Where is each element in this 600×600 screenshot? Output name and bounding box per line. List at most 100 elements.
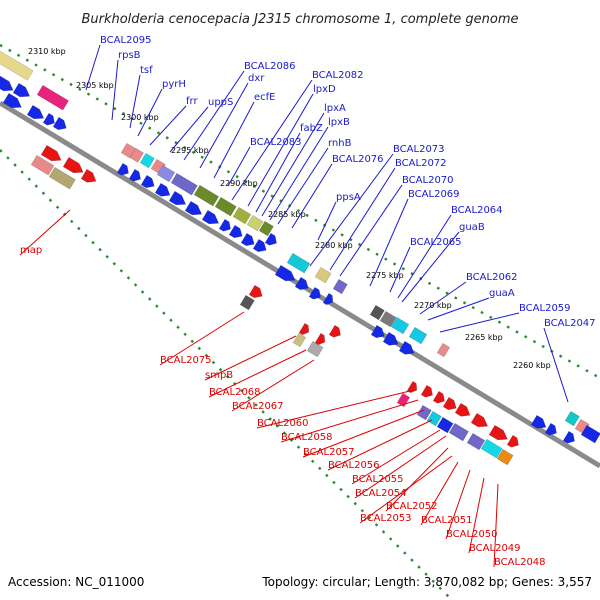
reverse-gene-label-bcal2054[interactable]: BCAL2054: [355, 488, 407, 499]
gene-arrow-5: [26, 104, 45, 120]
forward-gene-leader-rpsb: [111, 59, 119, 121]
gene-block-32: [314, 266, 332, 284]
gene-arrow-79: [506, 434, 519, 448]
reverse-gene-leader-map: [19, 209, 71, 256]
forward-gene-label-bcal2082[interactable]: BCAL2082: [312, 70, 364, 81]
reverse-gene-label-bcal2052[interactable]: BCAL2052: [386, 501, 438, 512]
gene-block-39: [379, 310, 397, 328]
forward-gene-leader-bcal2095: [85, 44, 101, 91]
reverse-gene-label-bcal2051[interactable]: BCAL2051: [421, 515, 473, 526]
forward-gene-leader-tsf: [129, 74, 141, 129]
reverse-gene-label-bcal2075[interactable]: BCAL2075: [160, 355, 212, 366]
topology-text: Topology: circular; Length: 3,870,082 bp…: [261, 575, 592, 589]
forward-gene-label-bcal2069[interactable]: BCAL2069: [408, 189, 460, 200]
reverse-gene-label-bcal2049[interactable]: BCAL2049: [469, 543, 521, 554]
map-title: Burkholderia cenocepacia J2315 chromosom…: [81, 12, 518, 27]
gene-block-68: [436, 416, 454, 434]
gene-arrow-6: [42, 112, 55, 126]
reverse-gene-label-bcal2067[interactable]: BCAL2067: [232, 401, 284, 412]
forward-gene-label-bcal2062[interactable]: BCAL2062: [466, 272, 518, 283]
gene-block-33: [332, 278, 348, 295]
reverse-gene-label-map[interactable]: map: [20, 245, 42, 256]
forward-gene-label-tsf[interactable]: tsf: [140, 65, 153, 76]
forward-gene-label-rnhb[interactable]: rnhB: [328, 138, 352, 149]
forward-gene-leader-guaa: [427, 297, 490, 321]
gene-block-53: [48, 166, 76, 190]
forward-gene-leader-bcal2047: [543, 327, 569, 403]
forward-gene-label-bcal2064[interactable]: BCAL2064: [451, 205, 503, 216]
reverse-gene-label-bcal2060[interactable]: BCAL2060: [257, 418, 309, 429]
gene-block-18: [258, 220, 274, 237]
gene-arrow-19: [116, 162, 129, 176]
leader-line-layer: [19, 44, 569, 568]
gene-layer: [0, 49, 600, 466]
gene-arrow-74: [432, 390, 445, 404]
forward-gene-label-guab[interactable]: guaB: [459, 222, 485, 233]
forward-gene-leader-bcal2083: [227, 146, 251, 187]
accession-text: Accession: NC_011000: [8, 575, 144, 589]
reverse-gene-label-bcal2050[interactable]: BCAL2050: [446, 529, 498, 540]
forward-gene-label-bcal2072[interactable]: BCAL2072: [395, 158, 447, 169]
gene-block-51: [580, 424, 600, 444]
reverse-gene-leader-bcal2057: [302, 409, 425, 458]
forward-gene-label-ppsa[interactable]: ppsA: [336, 192, 361, 203]
reverse-gene-leader-bcal2058: [280, 399, 419, 443]
reverse-gene-leader-bcal2049: [468, 477, 485, 554]
reverse-gene-label-bcal2053[interactable]: BCAL2053: [360, 513, 412, 524]
gene-block-13: [170, 172, 198, 196]
gene-block-69: [448, 422, 469, 442]
gene-arrow-27: [228, 224, 243, 239]
gene-arrow-35: [294, 276, 309, 291]
forward-gene-label-bcal2059[interactable]: BCAL2059: [519, 303, 571, 314]
forward-gene-label-bcal2073[interactable]: BCAL2073: [393, 144, 445, 155]
forward-gene-label-lpxb[interactable]: lpxB: [328, 117, 350, 128]
reverse-gene-leader-bcal2048: [493, 483, 499, 568]
forward-gene-label-lpxa[interactable]: lpxA: [324, 103, 346, 114]
forward-gene-leader-lpxd: [247, 93, 314, 207]
forward-gene-label-bcal2083[interactable]: BCAL2083: [250, 137, 302, 148]
reverse-gene-label-bcal2058[interactable]: BCAL2058: [281, 432, 333, 443]
forward-gene-label-bcal2070[interactable]: BCAL2070: [402, 175, 454, 186]
forward-gene-label-upps[interactable]: uppS: [208, 97, 233, 108]
reverse-gene-label-smpb[interactable]: smpB: [205, 370, 233, 381]
forward-gene-label-pyrh[interactable]: pyrH: [162, 79, 186, 90]
gene-arrow-45: [398, 340, 415, 355]
gene-arrow-73: [420, 384, 433, 398]
gene-block-10: [139, 152, 155, 169]
forward-gene-label-rpsb[interactable]: rpsB: [118, 50, 141, 61]
forward-gene-leader-bcal2076: [291, 163, 333, 229]
gene-block-60: [306, 340, 324, 358]
gene-arrow-29: [252, 238, 267, 253]
reverse-gene-label-bcal2068[interactable]: BCAL2068: [209, 387, 261, 398]
forward-gene-label-bcal2065[interactable]: BCAL2065: [410, 237, 462, 248]
gene-arrow-46: [530, 414, 547, 429]
forward-gene-leader-lpxb: [269, 126, 329, 221]
forward-gene-label-fabz[interactable]: fabZ: [300, 123, 323, 134]
gene-block-0: [0, 49, 34, 81]
forward-gene-label-bcal2086[interactable]: BCAL2086: [244, 61, 296, 72]
gene-arrow-26: [218, 218, 231, 232]
gene-arrow-47: [544, 422, 557, 436]
reverse-gene-label-bcal2057[interactable]: BCAL2057: [303, 447, 355, 458]
forward-gene-label-guaa[interactable]: guaA: [489, 288, 515, 299]
reverse-gene-label-bcal2048[interactable]: BCAL2048: [494, 557, 546, 568]
gene-arrow-63: [298, 322, 310, 336]
forward-gene-label-bcal2047[interactable]: BCAL2047: [544, 318, 596, 329]
forward-gene-label-bcal2095[interactable]: BCAL2095: [100, 35, 152, 46]
gene-block-72: [496, 448, 514, 466]
gene-arrow-2: [0, 74, 14, 92]
reverse-gene-label-bcal2056[interactable]: BCAL2056: [328, 460, 380, 471]
forward-gene-label-frr[interactable]: frr: [186, 96, 198, 107]
forward-gene-leader-guab: [401, 231, 460, 303]
forward-gene-label-lpxd[interactable]: lpxD: [313, 84, 336, 95]
forward-gene-label-bcal2076[interactable]: BCAL2076: [332, 154, 384, 165]
reverse-gene-label-bcal2055[interactable]: BCAL2055: [352, 474, 404, 485]
gene-block-1: [36, 84, 69, 111]
reverse-gene-leader-bcal2054: [354, 435, 447, 499]
gene-arrow-76: [454, 402, 471, 417]
forward-gene-label-ecfe[interactable]: ecfE: [254, 92, 276, 103]
forward-gene-label-dxr[interactable]: dxr: [248, 73, 265, 84]
kbp-marker-2310-kbp: 2310 kbp: [28, 47, 66, 56]
gene-block-42: [436, 342, 451, 358]
reverse-gene-leader-bcal2068: [208, 349, 307, 398]
